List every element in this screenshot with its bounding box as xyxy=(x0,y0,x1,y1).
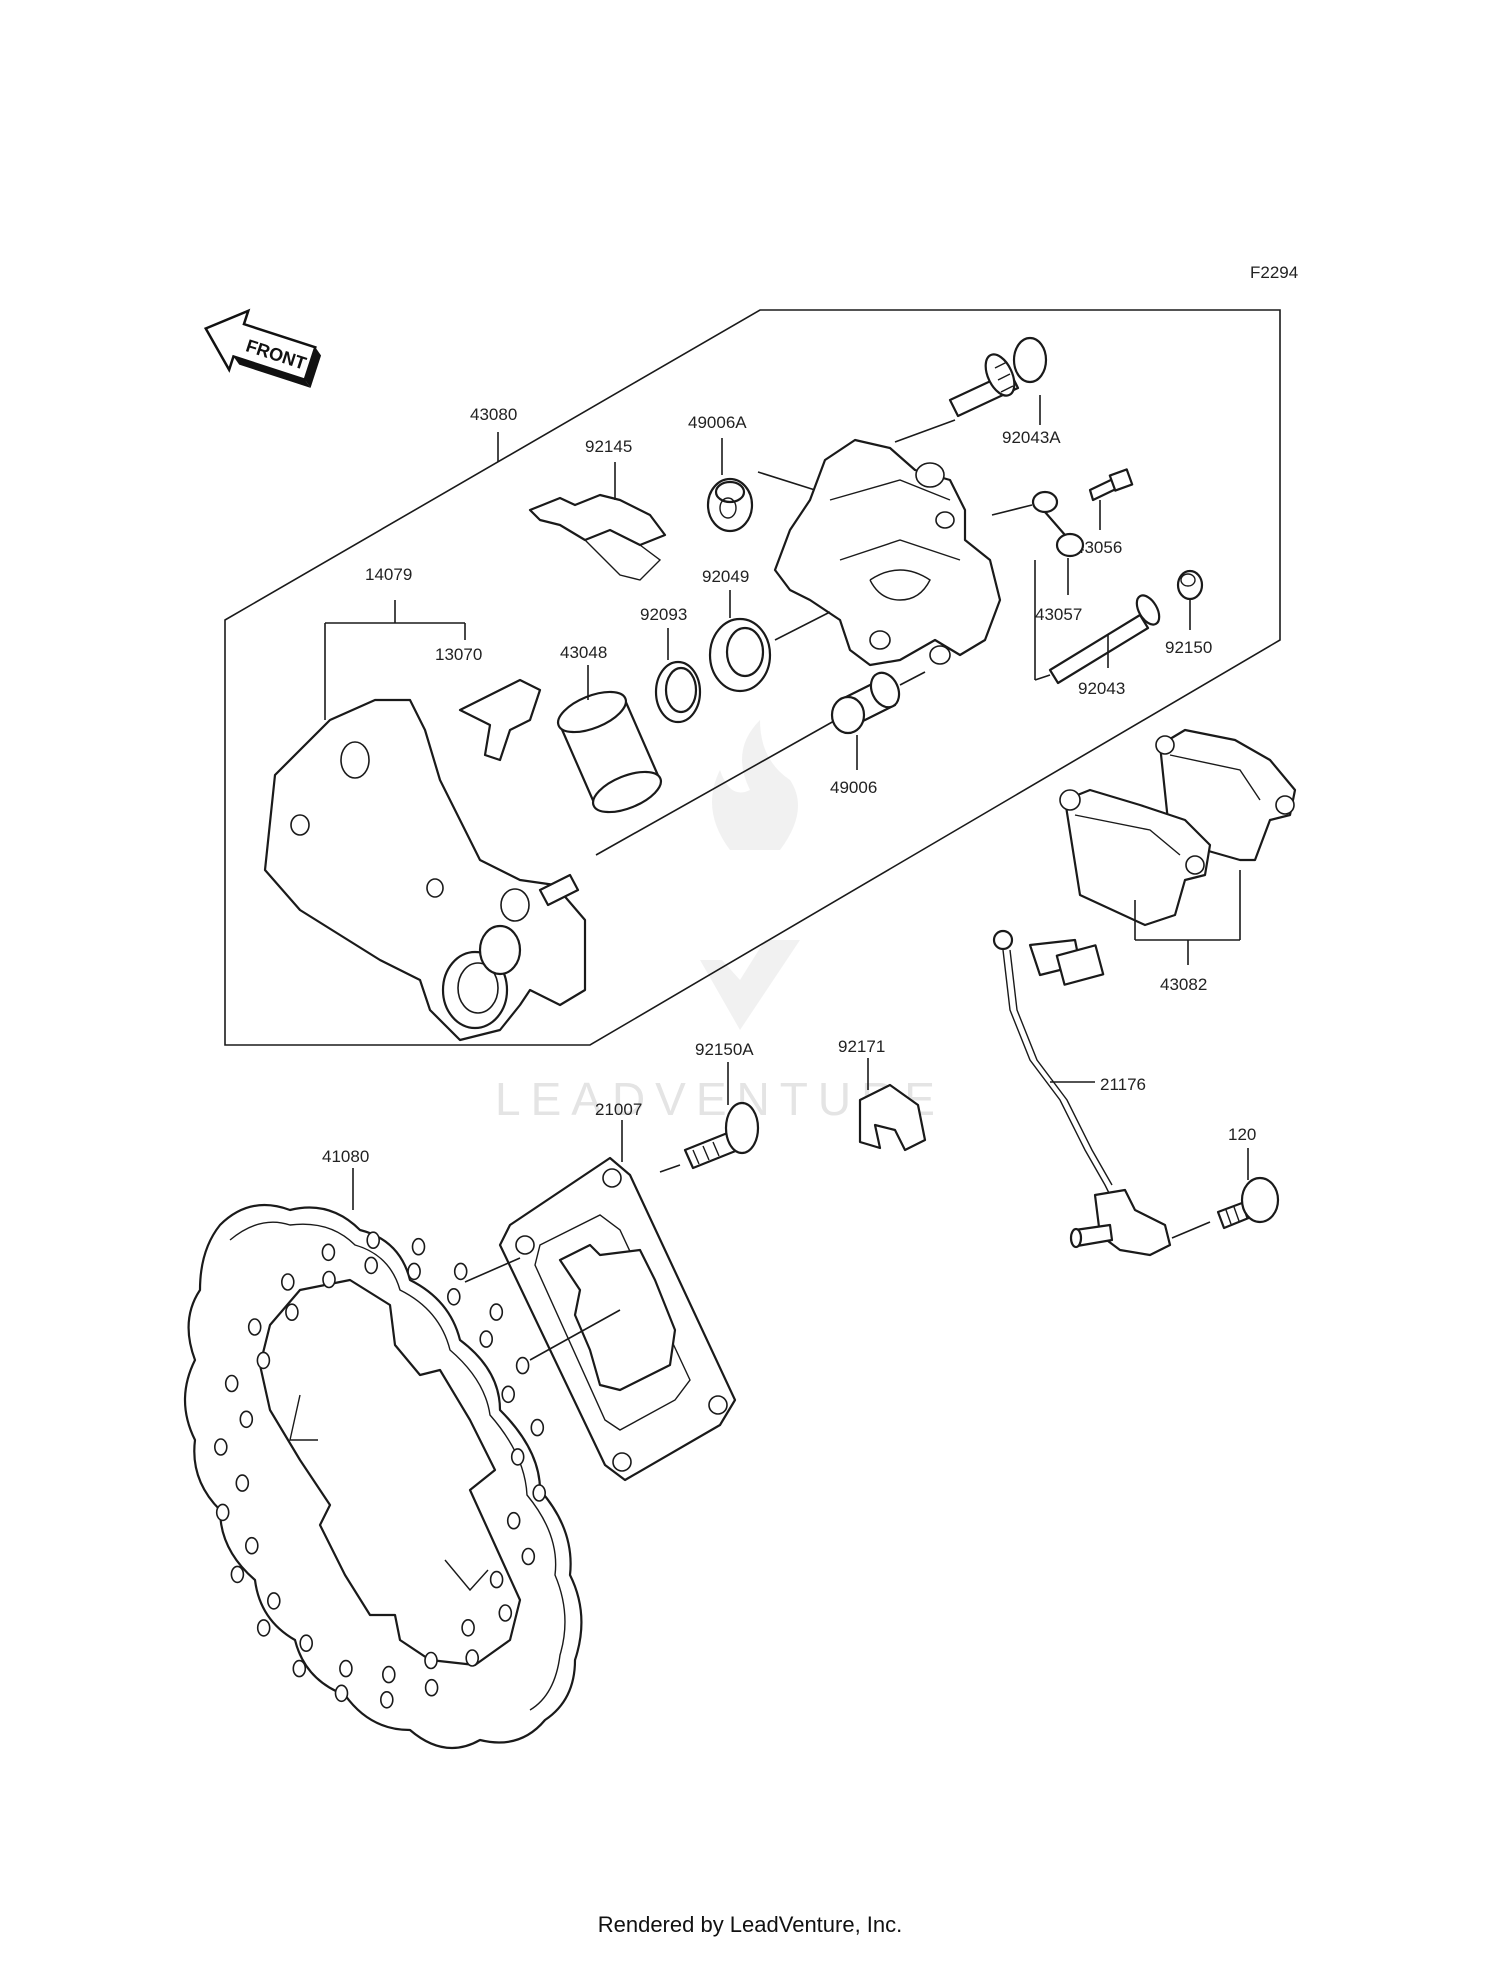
disc-hole xyxy=(489,1570,504,1589)
disc-hole xyxy=(379,1691,394,1709)
disc-hole xyxy=(245,1536,259,1555)
disc-hole xyxy=(224,1374,239,1393)
disc-hole xyxy=(285,1303,299,1321)
disc-hole xyxy=(292,1659,307,1678)
disc-hole xyxy=(334,1684,349,1703)
disc-hole xyxy=(461,1619,475,1637)
disc-hole xyxy=(230,1565,245,1584)
brake-disc xyxy=(183,1203,583,1750)
part-label-92171: 92171 xyxy=(838,1037,885,1056)
seal-92093 xyxy=(654,660,702,724)
disc-hole xyxy=(280,1273,295,1291)
piston xyxy=(556,690,663,814)
front-arrow-icon: FRONT xyxy=(203,308,322,388)
disc-hole xyxy=(235,1474,250,1492)
disc-hole xyxy=(339,1659,353,1678)
disc-hole xyxy=(321,1243,336,1262)
caliper-body xyxy=(773,438,1002,667)
abs-sensor xyxy=(992,929,1172,1257)
disc-hole xyxy=(465,1649,480,1667)
part-label-41080: 41080 xyxy=(322,1147,369,1166)
part-label-92145: 92145 xyxy=(585,437,632,456)
disc-hole xyxy=(256,1619,271,1637)
part-label-49006: 49006 xyxy=(830,778,877,797)
abs-sensor-rotor xyxy=(498,1156,737,1482)
footer-credit: Rendered by LeadVenture, Inc. xyxy=(597,1912,903,1937)
part-label-43048: 43048 xyxy=(560,643,607,662)
disc-hole xyxy=(521,1547,536,1566)
disc-hole xyxy=(424,1678,439,1697)
disc-hole xyxy=(266,1592,281,1610)
seal-92049 xyxy=(708,617,772,693)
disc-hole xyxy=(530,1418,545,1437)
disc-hole xyxy=(479,1330,494,1348)
part-label-14079: 14079 xyxy=(365,565,412,584)
slide-pin-92043 xyxy=(1048,594,1161,685)
part-label-43057: 43057 xyxy=(1035,605,1082,624)
part-label-21176: 21176 xyxy=(1100,1075,1146,1094)
part-label-49006A: 49006A xyxy=(688,413,747,432)
pad-spring xyxy=(528,493,667,581)
disc-hole xyxy=(299,1634,314,1652)
boot-49006 xyxy=(830,671,901,735)
part-label-43082: 43082 xyxy=(1160,975,1207,994)
disc-hole xyxy=(256,1351,271,1370)
slide-pin-92043A xyxy=(948,336,1048,418)
disc-hole xyxy=(424,1651,438,1670)
part-label-120: 120 xyxy=(1228,1125,1256,1144)
disc-hole xyxy=(364,1256,379,1275)
disc-hole xyxy=(532,1484,547,1502)
disc-hole xyxy=(501,1385,516,1404)
part-label-92049: 92049 xyxy=(702,567,749,586)
boot-49006A xyxy=(706,477,754,533)
disc-hole xyxy=(215,1503,230,1522)
brake-pads xyxy=(1059,728,1297,927)
disc-hole xyxy=(506,1511,521,1530)
disc-hole xyxy=(381,1665,396,1684)
disc-hole xyxy=(498,1604,513,1622)
part-label-92043A: 92043A xyxy=(1002,428,1061,447)
disc-hole xyxy=(322,1270,336,1289)
cap-92150 xyxy=(1176,569,1204,601)
bolt-120 xyxy=(1216,1176,1280,1230)
disc-hole xyxy=(366,1231,381,1249)
disc-hole xyxy=(239,1410,254,1429)
disc-hole xyxy=(247,1318,262,1336)
bleeder-valve xyxy=(1088,468,1134,502)
disc-hole xyxy=(214,1438,228,1456)
disc-drill-holes xyxy=(214,1231,547,1709)
disc-hole xyxy=(489,1303,504,1321)
disc-hole xyxy=(407,1262,421,1281)
disc-hole xyxy=(510,1448,525,1466)
watermark-logo xyxy=(700,720,800,1030)
part-label-13070: 13070 xyxy=(435,645,482,664)
clamp-92171 xyxy=(858,1083,927,1152)
part-label-92150: 92150 xyxy=(1165,638,1212,657)
pad-clip xyxy=(458,678,542,762)
part-label-92150A: 92150A xyxy=(695,1040,754,1059)
bleeder-cap xyxy=(1031,490,1085,558)
disc-hole xyxy=(446,1288,461,1306)
disc-hole xyxy=(515,1356,530,1375)
part-label-21007: 21007 xyxy=(595,1100,642,1119)
part-label-43080: 43080 xyxy=(470,405,517,424)
part-label-43056: 43056 xyxy=(1075,538,1122,557)
diagram-code: F2294 xyxy=(1250,263,1298,282)
caliper-bracket xyxy=(263,698,587,1042)
part-label-92043: 92043 xyxy=(1078,679,1125,698)
disc-hole xyxy=(411,1237,426,1256)
part-label-92093: 92093 xyxy=(640,605,687,624)
assembly-frame xyxy=(224,309,1281,1046)
bolt-92150A xyxy=(683,1101,760,1170)
disc-hole xyxy=(453,1262,468,1281)
